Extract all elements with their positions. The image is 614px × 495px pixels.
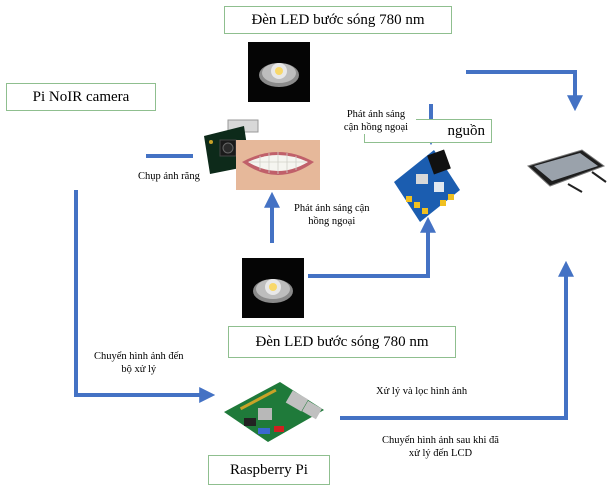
- led-top-box: Đèn LED bước sóng 780 nm: [224, 6, 452, 34]
- arrow-camera-to-raspberry: [74, 190, 216, 403]
- led-bottom-image: [242, 258, 304, 318]
- camera-box: Pi NoIR camera: [6, 83, 156, 111]
- teeth-image: [236, 140, 320, 190]
- arrow-raspberry-to-lcd: [340, 260, 574, 420]
- to-processor-label: Chuyển hình ảnh đến bộ xử lý: [94, 351, 184, 375]
- ir-top-label: Phát ánh sáng cận hồng ngoại: [336, 108, 416, 134]
- capture-label: Chụp ảnh răng: [138, 171, 200, 182]
- lcd-image: [522, 146, 608, 194]
- power-board-image: [390, 142, 462, 224]
- led-top-image: [248, 42, 310, 102]
- to-lcd-label: Chuyển hình ảnh sau khi đã xử lý đến LCD: [382, 435, 499, 459]
- raspberry-box: Raspberry Pi: [208, 455, 330, 485]
- led-bottom-box: Đèn LED bước sóng 780 nm: [228, 326, 456, 358]
- raspberry-label: Raspberry Pi: [230, 461, 308, 478]
- ir-bottom-label: Phát ánh sáng cận hồng ngoại: [294, 203, 370, 227]
- power-label: nguồn: [447, 122, 486, 139]
- raspberry-pi-image: [218, 376, 328, 446]
- camera-label: Pi NoIR camera: [32, 88, 130, 105]
- process-label: Xử lý và lọc hình ảnh: [376, 386, 468, 397]
- led-bottom-label: Đèn LED bước sóng 780 nm: [255, 333, 429, 350]
- arrow-to-lcd-top: [466, 70, 583, 112]
- arrow-led-to-power: [308, 216, 436, 278]
- led-top-label: Đèn LED bước sóng 780 nm: [251, 11, 425, 28]
